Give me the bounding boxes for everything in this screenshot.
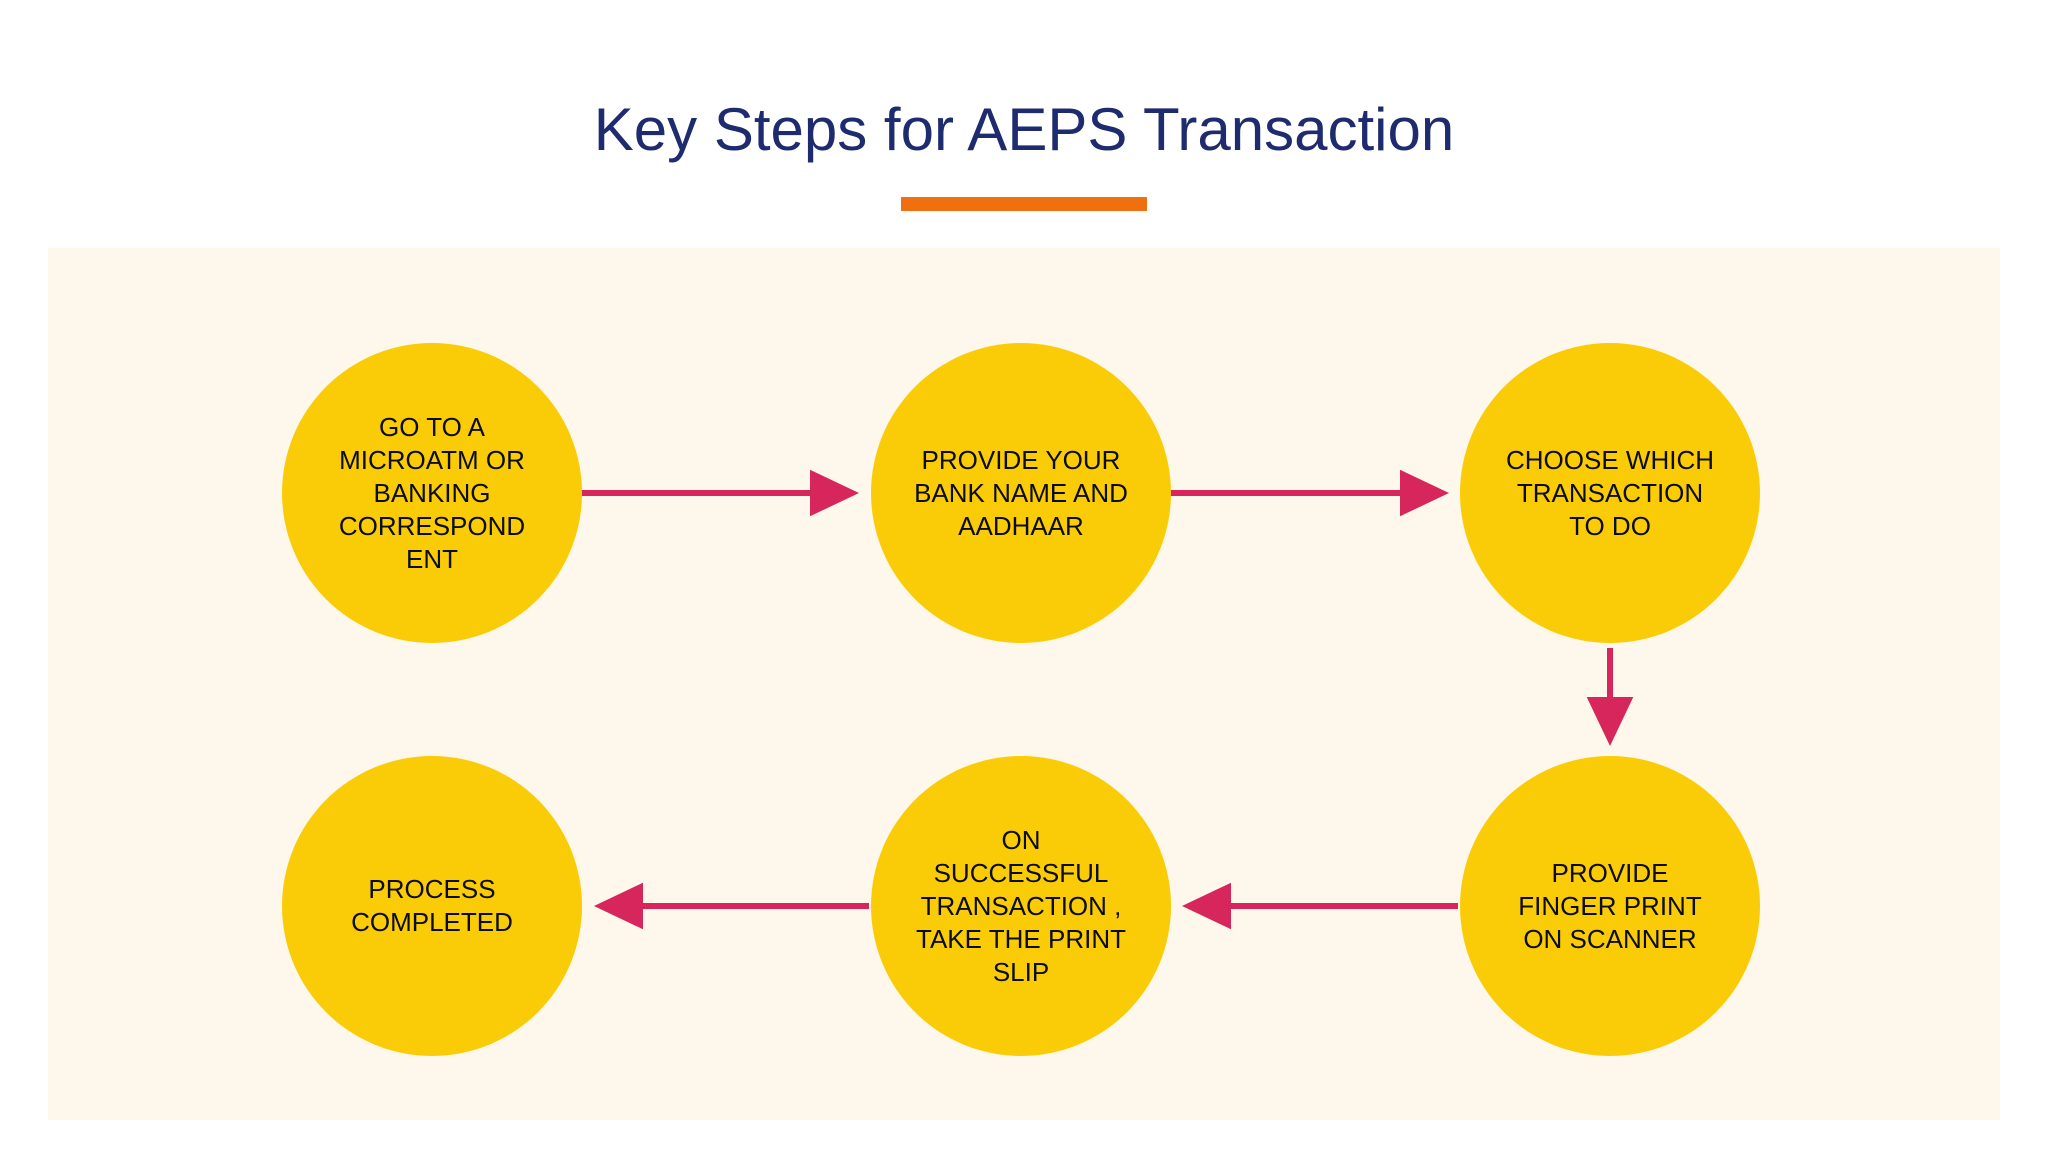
flow-node-3[interactable]: CHOOSE WHICH TRANSACTION TO DO [1460,343,1760,643]
flow-node-4[interactable]: PROVIDE FINGER PRINT ON SCANNER [1460,756,1760,1056]
flow-node-1[interactable]: GO TO A MICROATM OR BANKING CORRESPOND E… [282,343,582,643]
diagram-canvas: GO TO A MICROATM OR BANKING CORRESPOND E… [48,248,2000,1120]
title-block: Key Steps for AEPS Transaction [0,95,2048,165]
flow-node-3-label: CHOOSE WHICH TRANSACTION TO DO [1506,444,1714,541]
flow-node-6[interactable]: PROCESS COMPLETED [282,756,582,1056]
flow-node-2[interactable]: PROVIDE YOUR BANK NAME AND AADHAAR [871,343,1171,643]
page-title: Key Steps for AEPS Transaction [593,96,1455,163]
flow-node-4-label: PROVIDE FINGER PRINT ON SCANNER [1518,857,1702,954]
title-underline-bar [901,197,1147,211]
flow-node-1-label: GO TO A MICROATM OR BANKING CORRESPOND E… [338,411,526,574]
flow-node-5[interactable]: ON SUCCESSFUL TRANSACTION , TAKE THE PRI… [871,756,1171,1056]
flow-node-2-label: PROVIDE YOUR BANK NAME AND AADHAAR [914,444,1128,541]
diagram-panel: GO TO A MICROATM OR BANKING CORRESPOND E… [48,248,2000,1120]
flow-node-6-label: PROCESS COMPLETED [351,874,513,937]
flow-node-5-label: ON SUCCESSFUL TRANSACTION , TAKE THE PRI… [916,824,1126,987]
